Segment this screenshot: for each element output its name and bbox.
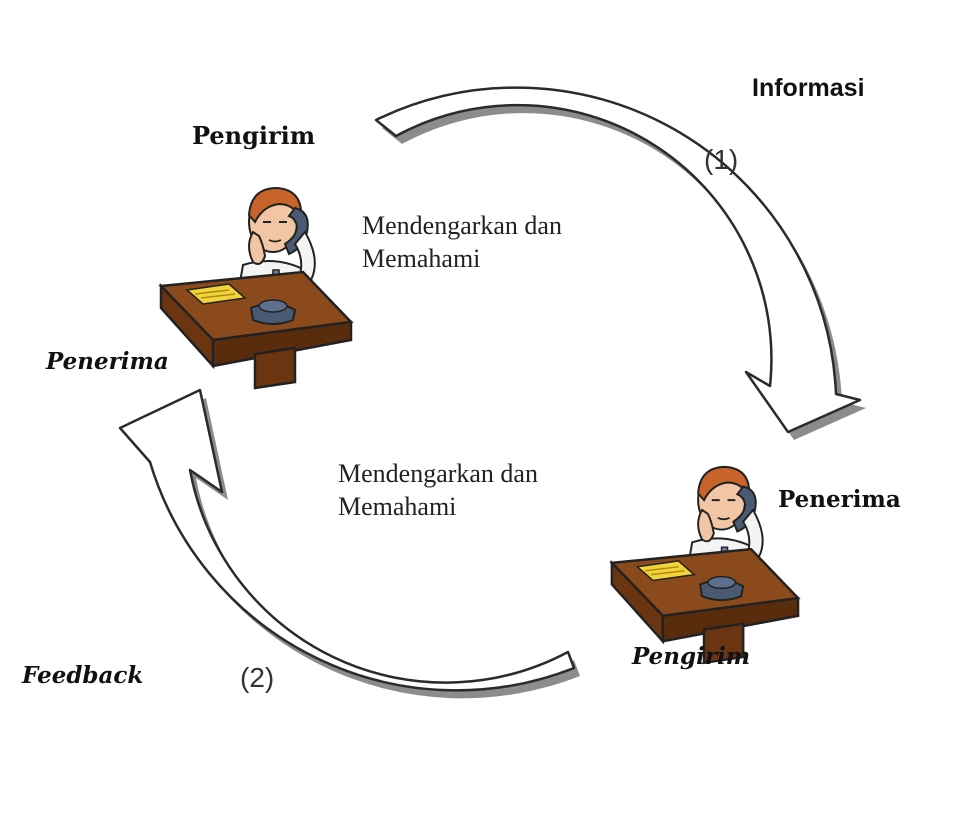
bottom-person-at-desk-icon xyxy=(610,465,800,665)
top-penerima-label: Penerima xyxy=(46,348,169,375)
feedback-arrow-icon xyxy=(118,388,576,692)
desc-middle-text: Mendengarkan dan Memahami xyxy=(338,459,538,521)
step1-label: (1) xyxy=(704,144,739,175)
informasi-label: Informasi xyxy=(752,74,865,102)
info-arrow-icon xyxy=(374,86,862,434)
top-person-at-desk-icon xyxy=(159,186,353,390)
feedback-label: Feedback xyxy=(22,662,144,689)
bottom-pengirim-label: Pengirim xyxy=(632,643,751,670)
step2-label: (2) xyxy=(240,662,275,693)
desc-top-text: Mendengarkan dan Memahami xyxy=(362,211,562,273)
top-pengirim-label: Pengirim xyxy=(192,121,316,150)
bottom-penerima-label: Penerima xyxy=(778,486,901,513)
